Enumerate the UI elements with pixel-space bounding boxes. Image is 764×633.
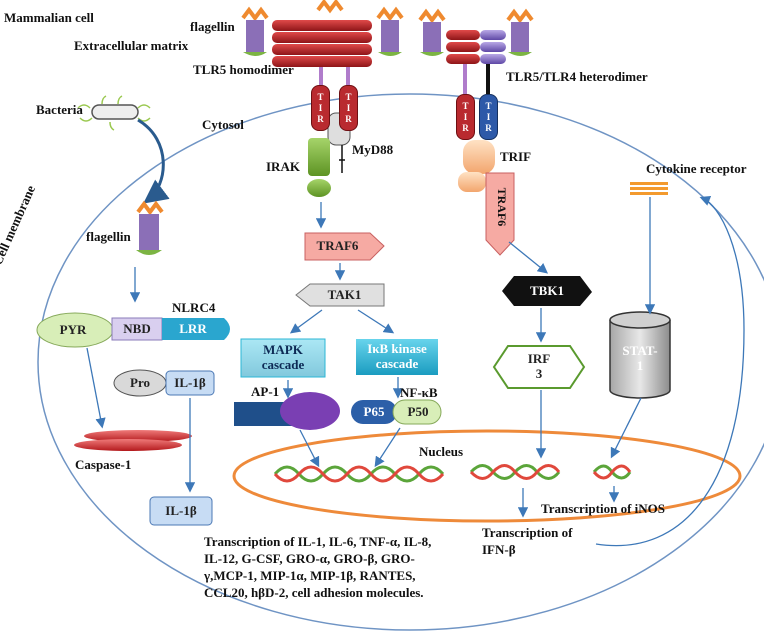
irak-label: IRAK xyxy=(266,159,300,174)
p65-node: P65 xyxy=(363,403,385,419)
tbk1-node: TBK1 xyxy=(530,282,564,298)
traf6-node: TRAF6 xyxy=(316,238,359,254)
stat1-line1: STAT- xyxy=(622,343,658,359)
tlr5-tlr4-heterodimer-label: TLR5/TLR4 heterodimer xyxy=(506,69,648,84)
tak1-node-shape xyxy=(295,283,385,307)
ikb-line1: IκB kinase xyxy=(367,341,427,357)
bacteria-to-flagellin-arrow xyxy=(137,118,170,204)
ikb-shape xyxy=(356,339,438,375)
ikb-line2: cascade xyxy=(375,356,419,371)
bacteria-label: Bacteria xyxy=(36,102,83,117)
stat1-node: STAT- 1 xyxy=(610,336,670,382)
myd88-label: MyD88 xyxy=(352,142,394,157)
transcription-main-line-3: γ,MCP-1, MIP-1α, MIP-1β, RANTES, xyxy=(204,568,416,583)
stat1-line2: 1 xyxy=(636,358,644,373)
extracellular-matrix-label: Extracellular matrix xyxy=(74,38,189,53)
p50-node: P50 xyxy=(407,403,429,419)
il1b-pro-shape xyxy=(165,370,215,396)
traf6-node-shape xyxy=(304,232,385,261)
transcription-main-text: Transcription of IL-1, IL-6, TNF-α, IL-8… xyxy=(204,533,431,601)
flagellin-left-label: flagellin xyxy=(86,229,131,244)
cytosol-label: Cytosol xyxy=(202,117,244,132)
il1b-mature-shape xyxy=(149,496,213,526)
nfkb-label: NF-κB xyxy=(400,385,438,400)
transcription-ifn-line-1: Transcription of xyxy=(482,525,573,540)
flagellin-cluster-right xyxy=(376,6,404,56)
flagellin-top-label: flagellin xyxy=(190,19,235,34)
traf6-right-shape xyxy=(485,172,515,256)
caspase1-label: Caspase-1 xyxy=(75,457,132,472)
tak1-node: TAK1 xyxy=(327,286,362,302)
irak-shape xyxy=(307,138,331,197)
nlrc4-label: NLRC4 xyxy=(172,300,216,315)
mapk-line1: MAPK xyxy=(263,342,303,358)
trif-shape xyxy=(458,140,495,192)
lrr-shape xyxy=(162,318,230,340)
cytosolic-flagellin xyxy=(136,200,164,255)
bacteria-cell xyxy=(77,95,151,131)
cytokine-receptor-shape xyxy=(630,182,668,195)
mapk-shape xyxy=(241,339,325,377)
irf3-node: IRF 3 xyxy=(500,346,578,388)
transcription-ifn-line-2: IFN-β xyxy=(482,542,516,557)
trif-label: TRIF xyxy=(500,149,532,164)
nucleus-outline xyxy=(232,429,742,523)
dna-helix-group xyxy=(273,464,632,483)
cytokine-receptor-label: Cytokine receptor xyxy=(646,161,747,176)
tlr5-tlr4-heterodimer xyxy=(418,8,534,94)
il1b-pro-node: IL-1β xyxy=(174,374,206,390)
irf3-node-shape xyxy=(492,345,586,389)
mammalian-cell-label: Mammalian cell xyxy=(4,10,94,25)
ap1-blob xyxy=(280,392,340,430)
traf6-right-label: TRAF6 xyxy=(495,187,510,227)
pro-node: Pro xyxy=(130,374,150,390)
tbk1-node-shape xyxy=(502,276,592,306)
stat1-cylinder xyxy=(609,311,671,399)
pathway-arrows xyxy=(86,195,745,547)
ikb-kinase-cascade-node: IκB kinase cascade xyxy=(356,339,438,375)
transcription-main-line-4: CCL20, hβD-2, cell adhesion molecules. xyxy=(204,585,424,600)
nucleus-label: Nucleus xyxy=(419,444,464,459)
irf3-line1: IRF xyxy=(527,351,551,367)
caspase1-shape xyxy=(74,430,192,451)
il1b-mature-node: IL-1β xyxy=(165,502,197,518)
flagellin-cluster-left xyxy=(241,6,269,56)
flagellin-cluster-hetero-right xyxy=(506,8,534,56)
transcription-main-line-1: Transcription of IL-1, IL-6, TNF-α, IL-8… xyxy=(204,534,432,549)
transcription-ifn-text: Transcription of IFN-β xyxy=(482,524,572,558)
irf3-line2: 3 xyxy=(535,366,543,381)
nbd-node: NBD xyxy=(123,320,151,336)
tlr5-homodimer xyxy=(241,0,404,85)
mapk-cascade-node: MAPK cascade xyxy=(241,339,325,377)
transcription-inos-text: Transcription of iNOS xyxy=(541,501,665,516)
mapk-line2: cascade xyxy=(261,357,305,372)
pyr-node: PYR xyxy=(59,321,87,337)
tlr5-homodimer-label: TLR5 homodimer xyxy=(193,62,294,77)
cell-membrane-outline xyxy=(37,93,764,631)
lrr-node: LRR xyxy=(179,320,207,336)
ap1-label: AP-1 xyxy=(251,384,280,399)
flagellin-cluster-center xyxy=(316,0,344,14)
transcription-main-line-2: IL-12, G-CSF, GRO-α, GRO-β, GRO- xyxy=(204,551,415,566)
flagellin-cluster-hetero-left xyxy=(418,8,446,56)
p65-shape xyxy=(351,400,397,424)
p50-shape xyxy=(392,399,442,425)
